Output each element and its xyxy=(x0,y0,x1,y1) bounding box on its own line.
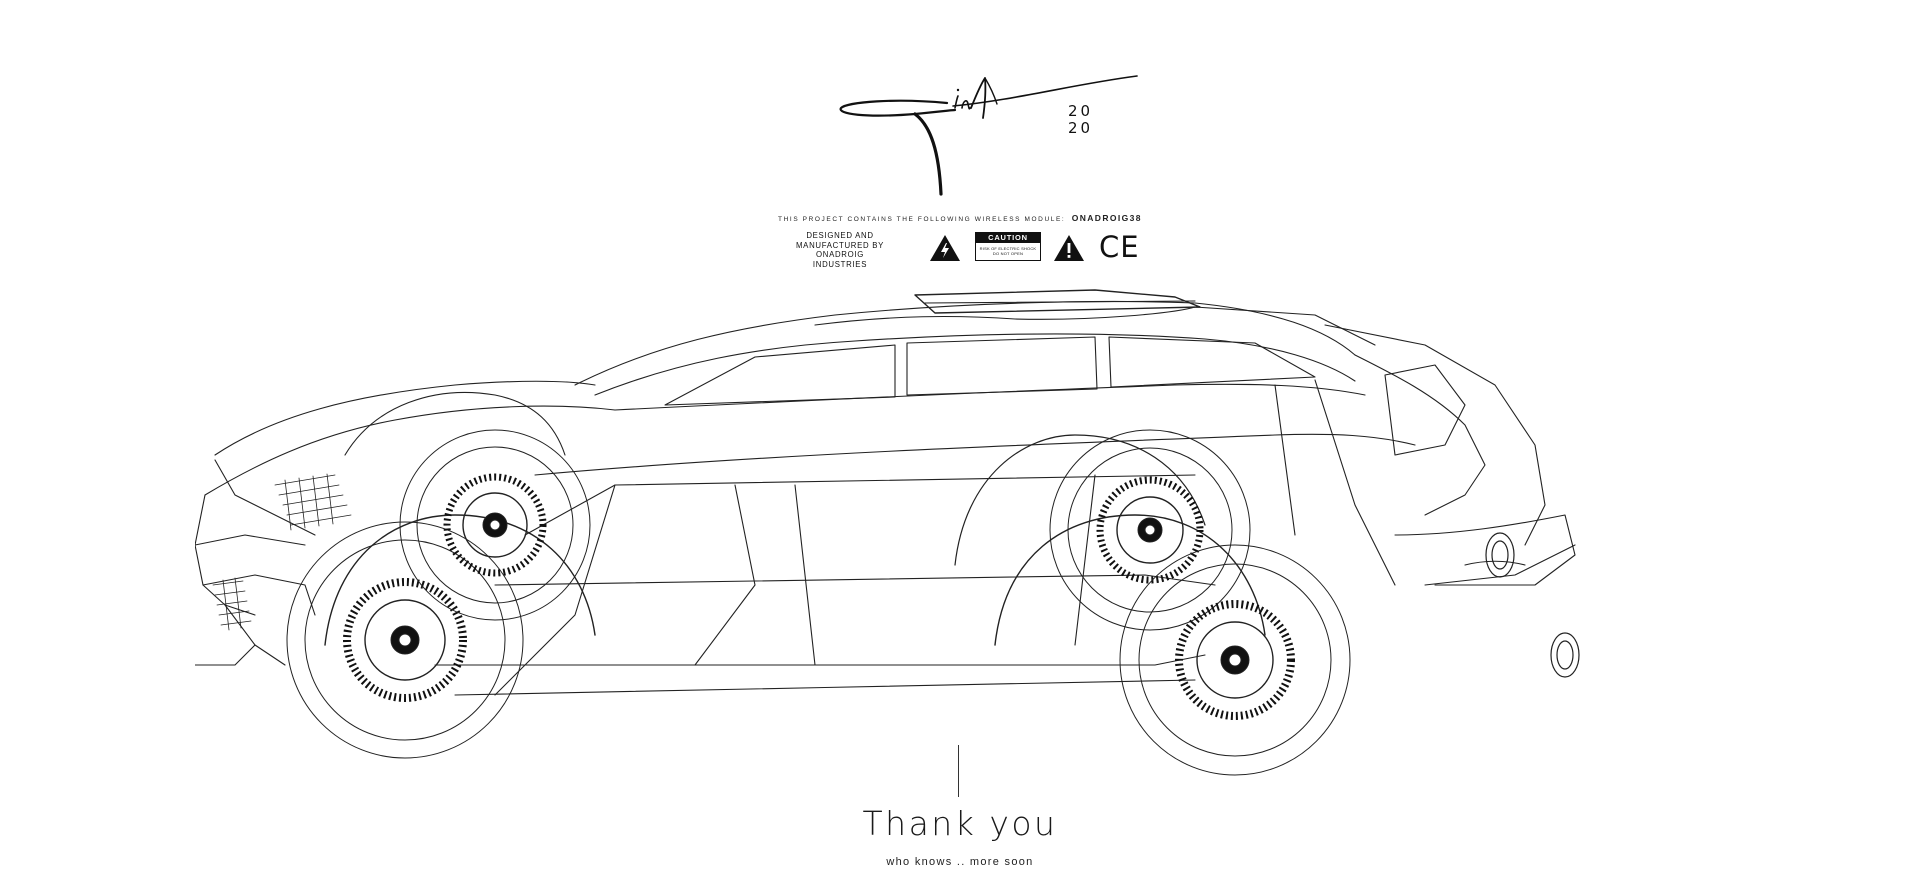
car-wireframe-illustration xyxy=(195,289,1580,776)
year-top: 20 xyxy=(1068,102,1094,120)
exclamation-triangle-icon xyxy=(1054,235,1084,261)
year-bottom: 20 xyxy=(1068,119,1094,137)
wireless-notice: This project contains the following wire… xyxy=(720,213,1200,223)
designed-line-2: manufactured by xyxy=(795,240,885,250)
closing-subtitle: who knows .. more soon xyxy=(886,856,1034,868)
compliance-badges: Designed and manufactured by Onadroig In… xyxy=(795,229,1155,269)
wireless-text: This project contains the following wire… xyxy=(778,216,1066,223)
wheels xyxy=(286,429,1351,776)
caution-line-1: Risk of electric shock xyxy=(979,246,1037,251)
designed-line-3: Onadroig Industries xyxy=(812,250,868,269)
manufacturer-label: Designed and manufactured by Onadroig In… xyxy=(795,231,885,269)
ce-mark: CE xyxy=(1099,230,1140,264)
caution-title: CAUTION xyxy=(976,233,1040,243)
divider-line xyxy=(958,745,959,797)
caution-line-2: do not open xyxy=(992,251,1024,256)
thank-you-heading: Thank you xyxy=(862,804,1058,843)
caution-label: CAUTION Risk of electric shock do not op… xyxy=(975,232,1041,261)
year-mark: 20 20 xyxy=(1068,103,1098,137)
exhaust-pipes xyxy=(1485,532,1580,678)
lightning-triangle-icon xyxy=(930,235,960,261)
designed-line-1: Designed and xyxy=(806,231,874,240)
caution-text: Risk of electric shock do not open xyxy=(976,243,1040,256)
module-name: ONADROIG38 xyxy=(1071,213,1142,223)
signature-logo xyxy=(839,75,1138,196)
